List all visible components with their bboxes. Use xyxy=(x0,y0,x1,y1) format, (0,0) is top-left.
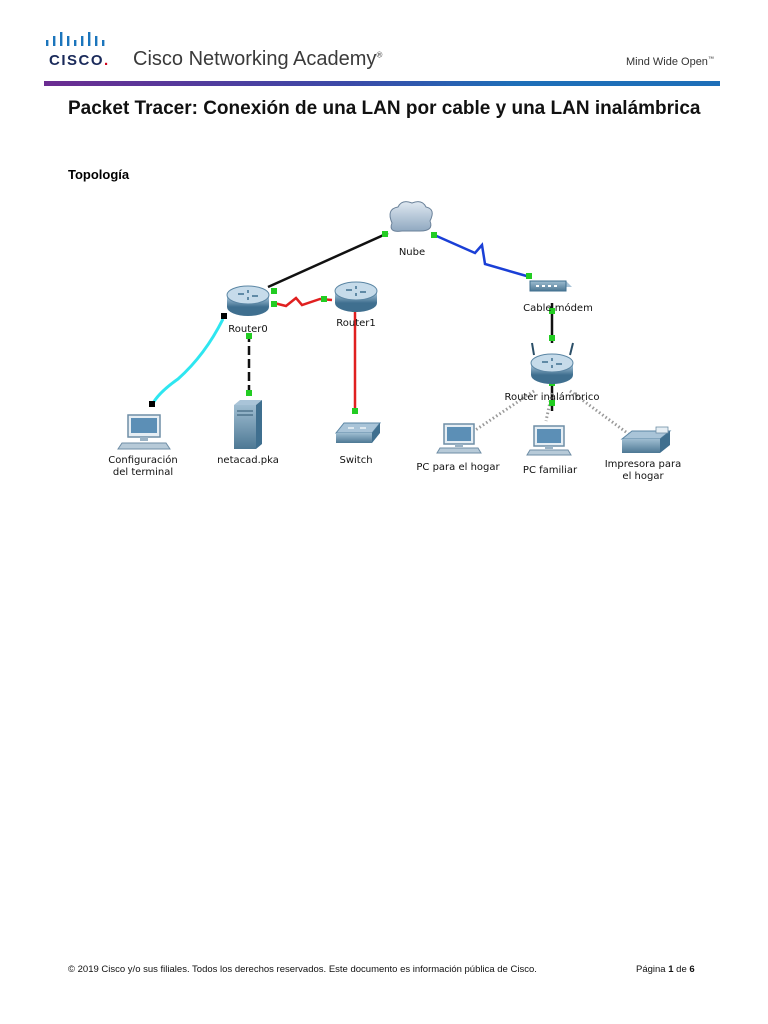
header-rule xyxy=(44,81,720,86)
wireless-link-impresora xyxy=(569,389,631,437)
modem-icon xyxy=(529,280,572,292)
label-impresora-line1: Impresora para xyxy=(605,459,682,470)
label-router0: Router0 xyxy=(228,324,268,335)
label-router1: Router1 xyxy=(336,318,376,329)
label-router-inalambrico: Router inalámbrico xyxy=(504,391,599,403)
page-header: CISCO. Cisco Networking Academy® Mind Wi… xyxy=(0,0,768,90)
label-netacad: netacad.pka xyxy=(217,455,279,466)
server-icon xyxy=(234,400,262,449)
section-heading: Topología xyxy=(68,167,130,182)
label-config-line1: Configuración xyxy=(108,454,177,466)
cloud-icon xyxy=(389,201,433,232)
label-cable-modem: Cable módem xyxy=(523,302,593,314)
label-impresora-line2: el hogar xyxy=(622,471,664,482)
label-nube: Nube xyxy=(399,247,425,258)
switch: Switch xyxy=(334,422,382,466)
label-pc-familiar: PC familiar xyxy=(523,465,578,476)
page-title: Packet Tracer: Conexión de una LAN por c… xyxy=(68,98,701,119)
page-number: Página 1 de 6 xyxy=(636,964,695,975)
links xyxy=(150,231,631,437)
wireless-link-pc-hogar xyxy=(473,389,535,433)
pc-icon xyxy=(526,425,572,456)
label-pc-hogar: PC para el hogar xyxy=(416,462,500,473)
router0: Router0 xyxy=(226,285,270,335)
link-router0-nube xyxy=(267,231,389,289)
router-icon xyxy=(334,281,378,312)
topology-diagram: Nube Router0 Router1 Cable módem xyxy=(108,201,682,482)
cisco-logo: CISCO. xyxy=(49,52,110,69)
academy-title: Cisco Networking Academy® xyxy=(133,48,383,70)
cable-modem: Cable módem xyxy=(523,280,593,314)
impresora-hogar: Impresora para el hogar xyxy=(605,426,682,482)
cisco-logo-bars-icon xyxy=(46,32,105,46)
pc-icon xyxy=(436,423,482,454)
pc-configuracion: Configuración del terminal xyxy=(108,414,178,478)
router-icon xyxy=(226,285,270,316)
pc-icon xyxy=(117,414,171,450)
link-nube-cablemodem xyxy=(431,232,531,279)
link-console xyxy=(150,318,225,406)
server-netacad: netacad.pka xyxy=(217,400,279,466)
printer-icon xyxy=(620,426,672,453)
switch-icon xyxy=(334,422,382,443)
tagline: Mind Wide Open™ xyxy=(626,56,714,68)
pc-hogar: PC para el hogar xyxy=(416,423,501,473)
label-config-line2: del terminal xyxy=(113,467,173,478)
wireless-router: Router inalámbrico xyxy=(504,342,600,403)
wireless-link-pc-familiar xyxy=(544,392,554,422)
router1: Router1 xyxy=(334,281,378,329)
pc-familiar: PC familiar xyxy=(523,425,578,476)
footer-copyright: © 2019 Cisco y/o sus filiales. Todos los… xyxy=(68,964,537,975)
cloud-nube: Nube xyxy=(389,201,433,258)
label-switch: Switch xyxy=(339,455,372,466)
wireless-router-icon xyxy=(530,342,574,384)
